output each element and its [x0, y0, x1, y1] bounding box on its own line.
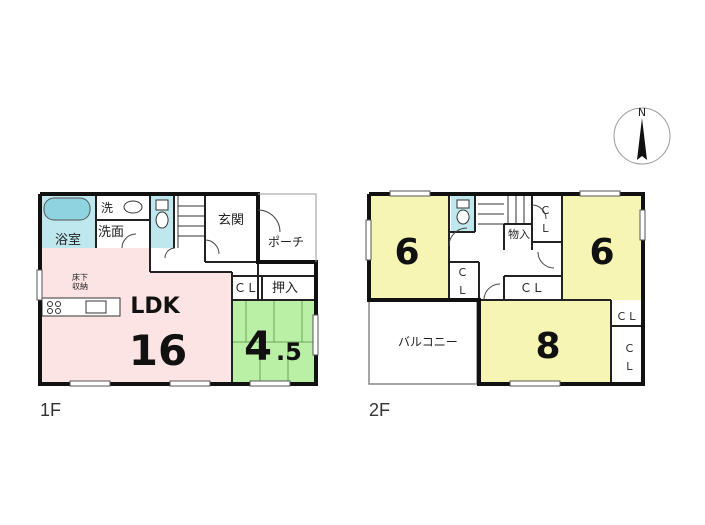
closet-2f-bottom: ＣＬ — [520, 281, 544, 295]
bathtub-icon — [43, 197, 91, 221]
windows-2f — [365, 190, 646, 387]
stairs-1f — [177, 194, 205, 248]
bath-label: 浴室 — [55, 232, 81, 248]
wash-machine-label: 洗 — [101, 201, 113, 215]
sink-icon — [123, 200, 143, 214]
porch-label: ポーチ — [268, 235, 304, 249]
windows-1f — [36, 269, 319, 387]
toilet-icon — [155, 199, 169, 229]
door-swings-2f — [448, 204, 555, 301]
room-left-6 — [369, 194, 449, 300]
floor-1-plan: 浴室 洗 洗面 玄関 ポーチ ＣＬ 押入 床下収納 LDK 16 4 .5 — [36, 192, 319, 387]
north-arrow-icon — [637, 118, 647, 160]
tatami-size-main: 4 — [244, 324, 272, 370]
entrance-label: 玄関 — [218, 213, 244, 228]
closet-2f-top-l: Ｌ — [540, 222, 551, 235]
tatami-size-frac: .5 — [276, 338, 302, 366]
exterior-walls-2f — [367, 192, 645, 386]
ldk-size: 16 — [129, 326, 187, 375]
closet-2f-right-l: Ｌ — [624, 360, 635, 373]
room-bottom-size: 8 — [535, 326, 560, 367]
floor-2-plan: 6 6 8 バルコニー 物入 Ｃ Ｌ Ｃ Ｌ ＣＬ ＣＬ Ｃ Ｌ — [365, 190, 646, 387]
closet-label-1f: ＣＬ — [234, 281, 258, 295]
compass-n-label: N — [638, 106, 646, 119]
balcony-label: バルコニー — [398, 335, 458, 349]
toilet-icon-2f — [456, 199, 470, 225]
kitchen-counter — [41, 297, 121, 317]
closet-2f-top-c: Ｃ — [540, 204, 551, 217]
closet-2f-mid-l: Ｌ — [457, 284, 468, 297]
room-bottom-8 — [479, 300, 611, 384]
closet-2f-mid-c: Ｃ — [457, 266, 468, 279]
balcony — [368, 299, 478, 385]
washroom-label: 洗面 — [98, 225, 124, 240]
room-right-6 — [562, 194, 643, 300]
ldk-room — [40, 248, 232, 384]
room-left-size: 6 — [394, 232, 419, 273]
stairs-2f — [478, 194, 525, 225]
oshiire-label: 押入 — [272, 281, 298, 296]
compass: N — [613, 106, 671, 165]
floor-1-label: 1F — [40, 400, 62, 420]
ldk-label: LDK — [130, 294, 180, 319]
storage-label: 物入 — [508, 227, 530, 241]
underfloor-storage-label: 床下収納 — [72, 272, 88, 291]
closet-2f-right-a: ＣＬ — [616, 310, 638, 323]
room-right-size: 6 — [589, 232, 614, 273]
door-swings-1f — [121, 209, 281, 259]
closet-2f-right-c: Ｃ — [624, 342, 635, 355]
tatami-mat-lines — [232, 300, 316, 384]
floor-2-label: 2F — [369, 400, 391, 420]
